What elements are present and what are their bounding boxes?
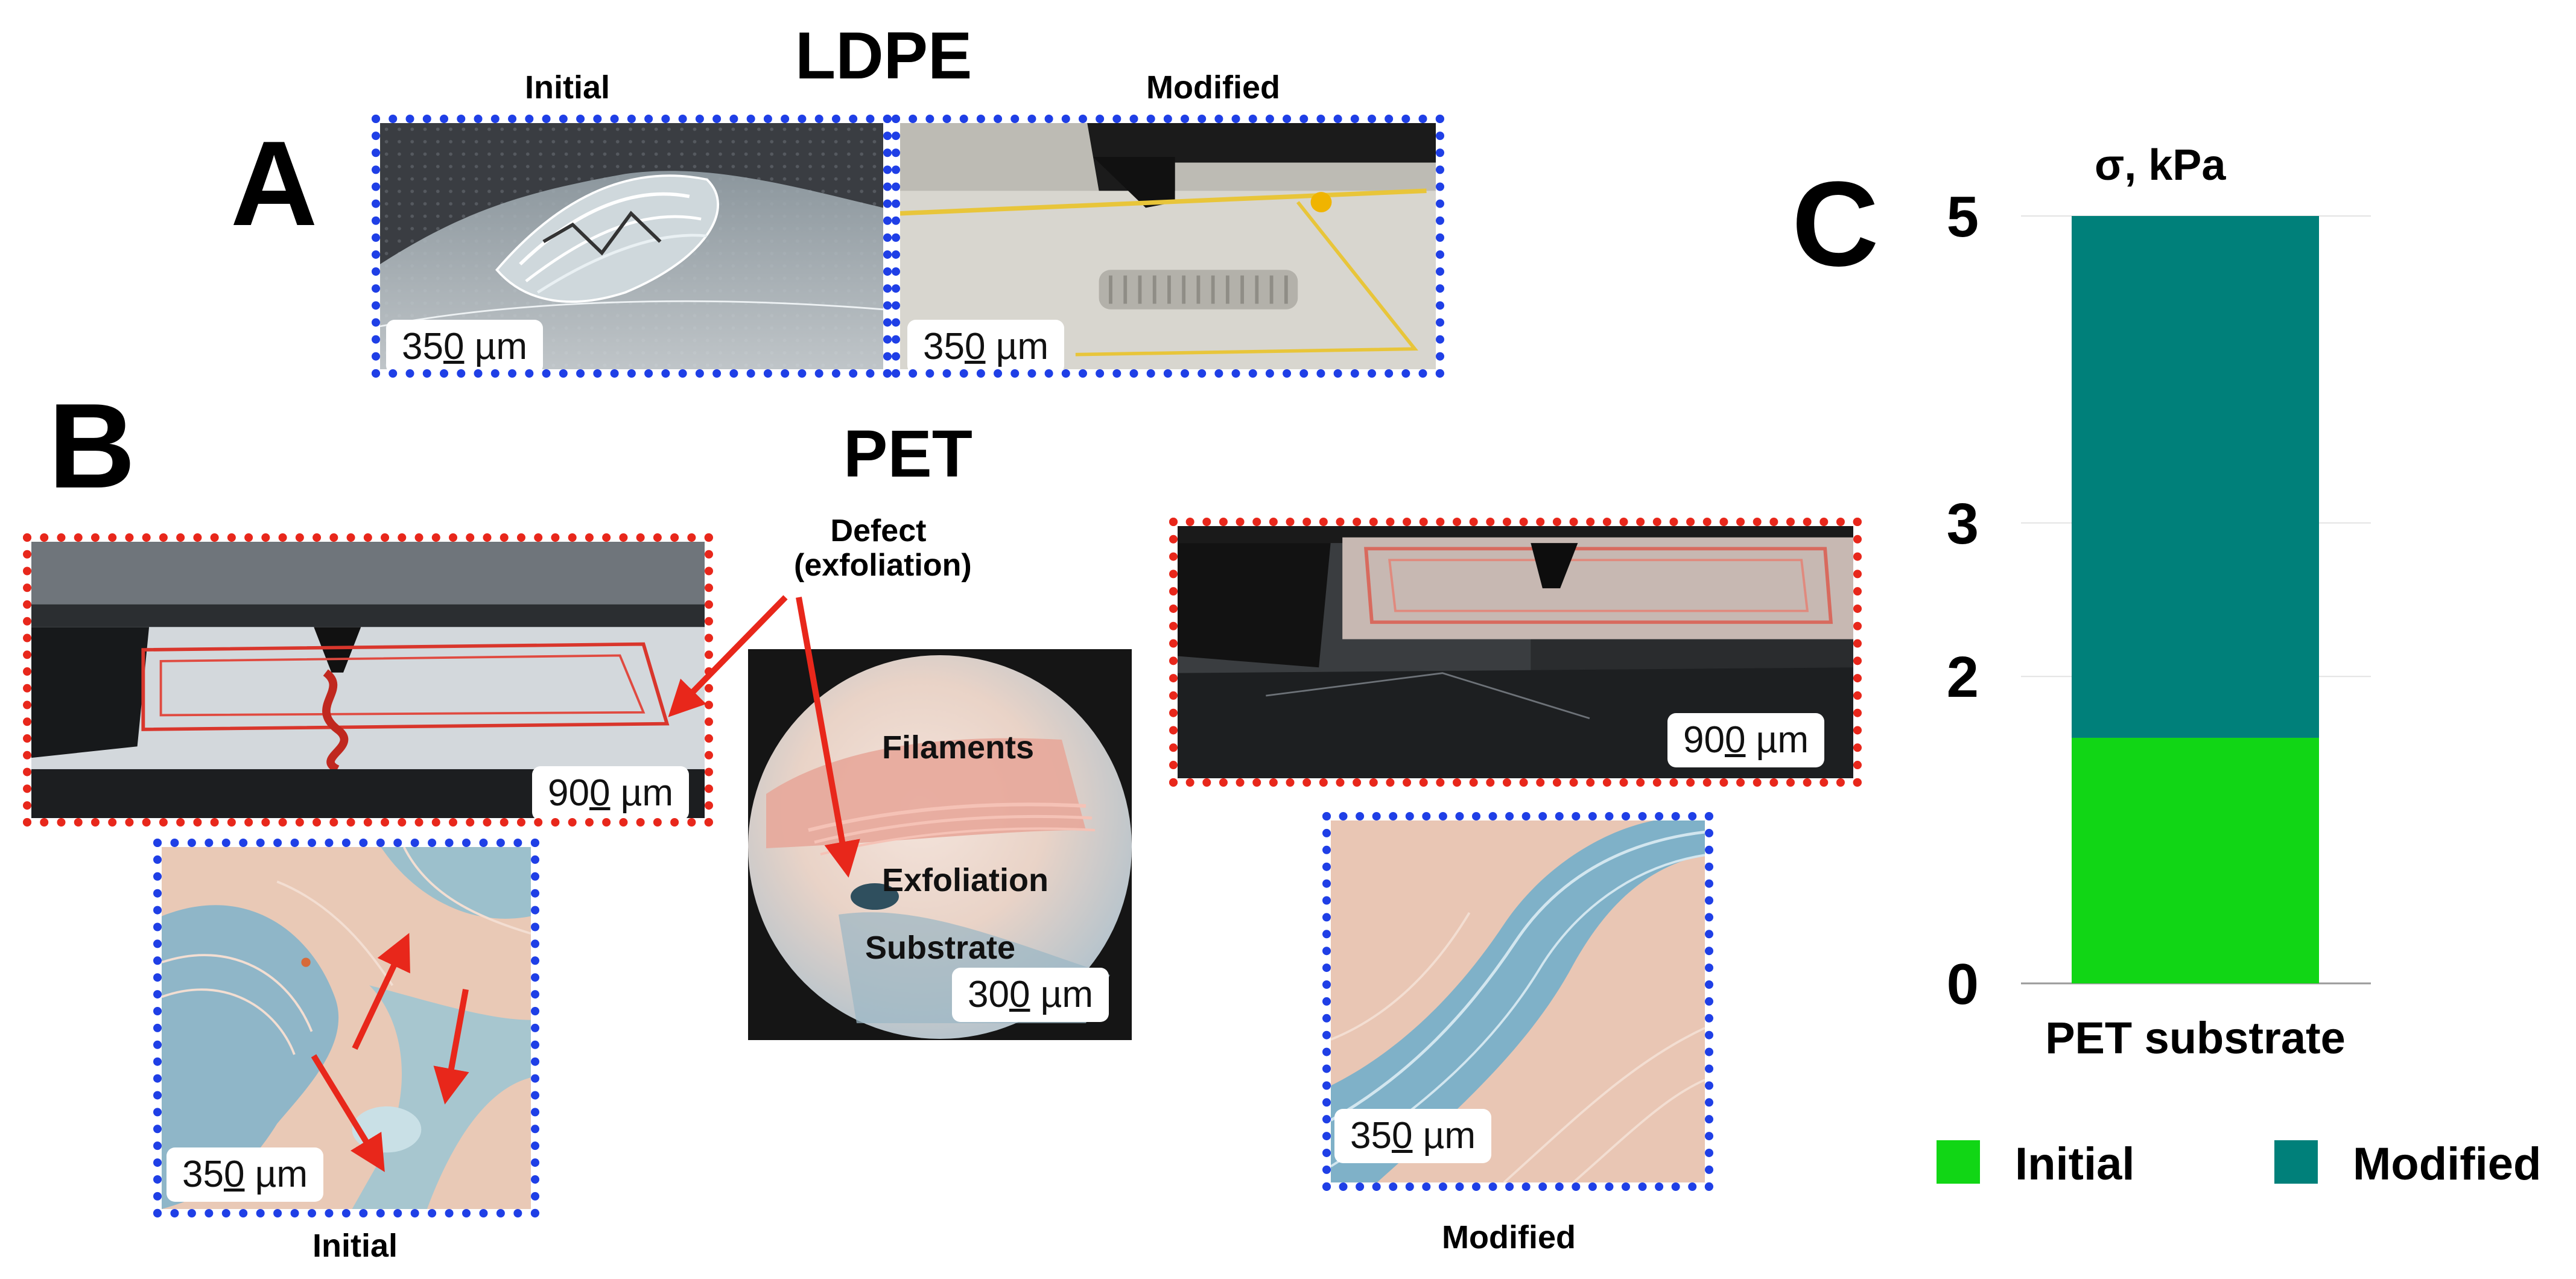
- circle-scale-bar: 300 µm: [952, 968, 1109, 1022]
- scale-underlined-digit: 0: [1724, 719, 1746, 761]
- panel-c-letter: C: [1792, 157, 1879, 291]
- legend-modified-swatch: [2274, 1140, 2318, 1184]
- scale-unit: µm: [610, 772, 674, 814]
- scale-number: 90: [548, 772, 589, 814]
- scale-underlined-digit: 0: [443, 326, 465, 367]
- defect-label-line2: (exfoliation): [794, 548, 972, 583]
- panel-b-letter: B: [48, 379, 135, 513]
- bar-modified: [2072, 216, 2319, 738]
- y-tick-label: 2: [1947, 645, 1979, 709]
- scale-unit: µm: [244, 1154, 308, 1195]
- scale-unit: µm: [464, 326, 528, 367]
- pet-modified-print-scale-bar: 900 µm: [1667, 713, 1825, 767]
- scale-underlined-digit: 0: [964, 326, 986, 367]
- pet-initial-label: Initial: [312, 1228, 398, 1264]
- scale-unit: µm: [985, 326, 1049, 367]
- pet-initial-micrograph: 350 µm: [153, 839, 539, 1217]
- exfoliation-label: Exfoliation: [882, 862, 1049, 898]
- defect-label-line1: Defect: [830, 513, 927, 548]
- ldpe-modified-photo: 350 µm: [892, 115, 1444, 378]
- pet-modified-label: Modified: [1442, 1219, 1576, 1255]
- panel-a-title: LDPE: [795, 19, 972, 93]
- ldpe-initial-scale-bar: 350 µm: [386, 320, 544, 369]
- scale-number: 35: [402, 326, 443, 367]
- pet-modified-print-photo: 900 µm: [1169, 518, 1862, 787]
- defect-label: Defect (exfoliation): [794, 513, 972, 583]
- pet-modified-micrograph: 350 µm: [1322, 812, 1713, 1191]
- panel-a-modified-label: Modified: [1146, 69, 1280, 106]
- x-category-label: PET substrate: [2045, 1013, 2346, 1063]
- pet-initial-print-photo: 900 µm: [23, 533, 713, 827]
- scale-unit: µm: [1030, 974, 1094, 1015]
- scale-underlined-digit: 0: [1009, 974, 1030, 1015]
- scale-underlined-digit: 0: [1391, 1115, 1413, 1157]
- panel-a-letter: A: [230, 116, 317, 251]
- bar-initial: [2072, 737, 2319, 983]
- y-tick-label: 5: [1947, 185, 1979, 249]
- scale-unit: µm: [1412, 1115, 1476, 1157]
- panel-a-initial-label: Initial: [525, 69, 611, 106]
- y-tick-label: 0: [1947, 952, 1979, 1017]
- scale-number: 35: [182, 1154, 224, 1195]
- y-tick-label: 3: [1947, 492, 1979, 556]
- pet-defect-micrograph: Filaments Exfoliation Substrate 300 µm: [748, 649, 1132, 1040]
- panel-b-title: PET: [843, 417, 972, 491]
- scale-underlined-digit: 0: [223, 1154, 245, 1195]
- pet-initial-print-scale-bar: 900 µm: [532, 766, 690, 818]
- scale-unit: µm: [1745, 719, 1809, 761]
- scale-number: 90: [1683, 719, 1725, 761]
- ldpe-initial-photo: 350 µm: [372, 115, 892, 378]
- filaments-label: Filaments: [882, 729, 1035, 766]
- scale-number: 35: [1350, 1115, 1392, 1157]
- scale-underlined-digit: 0: [589, 772, 611, 814]
- ldpe-modified-scale-bar: 350 µm: [907, 320, 1065, 369]
- legend-modified-label: Modified: [2353, 1138, 2542, 1190]
- pet-modified-micro-scale-bar: 350 µm: [1334, 1109, 1492, 1163]
- pet-initial-micro-scale-bar: 350 µm: [167, 1147, 324, 1202]
- substrate-label: Substrate: [865, 930, 1016, 966]
- chart-title: σ, kPa: [2095, 141, 2226, 189]
- scale-number: 30: [968, 974, 1009, 1015]
- legend-initial-label: Initial: [2015, 1138, 2135, 1190]
- scale-number: 35: [923, 326, 965, 367]
- legend-initial-swatch: [1937, 1140, 1980, 1184]
